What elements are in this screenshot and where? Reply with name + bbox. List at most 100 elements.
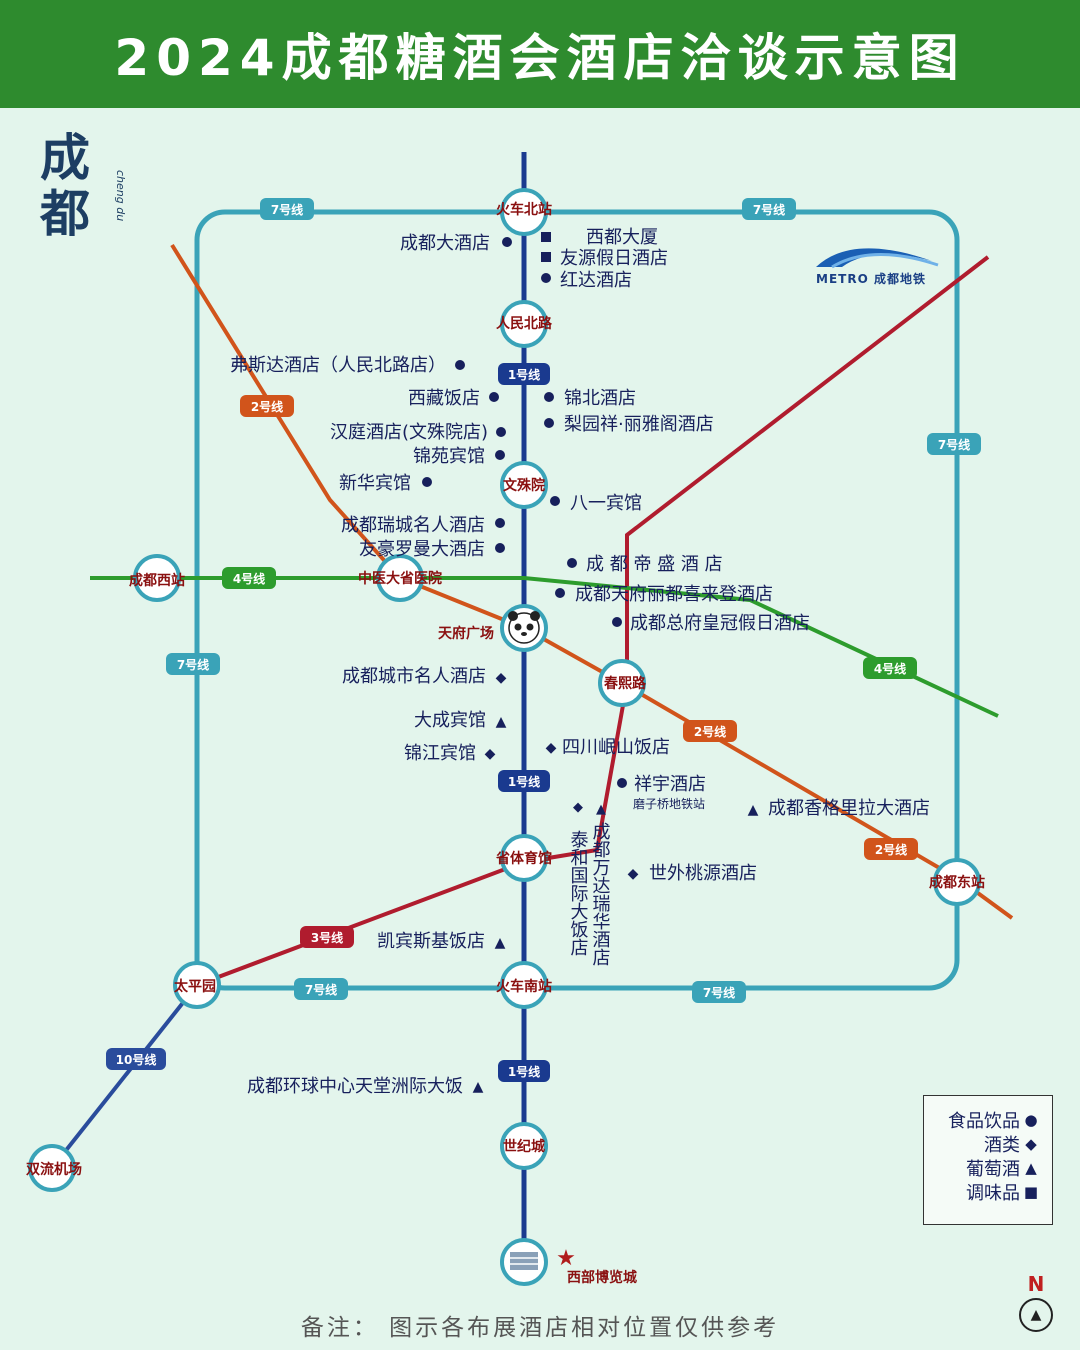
station-wenshuyuan[interactable]: [500, 461, 548, 509]
legend-label-wine: 葡萄酒: [966, 1159, 1020, 1180]
hotel-13[interactable]: 成都瑞城名人酒店: [341, 515, 485, 536]
circle-icon: ●: [1024, 1111, 1038, 1129]
badge-line7-a: 7号线: [271, 202, 303, 217]
svg-text:◆: ◆: [573, 800, 583, 815]
metro-map: ★ 火车北站 人民北路 文殊院 成都西站 中医大省医院 天府广场 春熙路 省体育…: [26, 152, 1014, 1286]
badge-line10: 10号线: [116, 1052, 157, 1067]
legend-label-liquor: 酒类: [984, 1135, 1020, 1156]
line7-loop: [194, 209, 960, 991]
svg-text:▲: ▲: [748, 802, 759, 818]
category-legend: 食品饮品 ● 酒类 ◆ 葡萄酒 ▲ 调味品 ■: [923, 1095, 1053, 1225]
label-huochebei: 火车北站: [496, 201, 552, 218]
hotel-23[interactable]: 成都香格里拉大酒店: [768, 798, 930, 819]
svg-text:◆: ◆: [485, 746, 496, 762]
metro-logo-text: METRO 成都地铁: [816, 272, 926, 286]
label-shengtiyu: 省体育馆: [495, 850, 552, 867]
hotel-2[interactable]: 西都大厦: [586, 227, 658, 248]
label-tianfu: 天府广场: [438, 625, 494, 642]
triangle-icon: ▲: [1025, 1159, 1037, 1177]
metro-swoosh-icon: [816, 248, 939, 269]
label-taipingyuan: 太平园: [174, 978, 216, 995]
line3-track: [196, 255, 990, 987]
station-renminbeilu[interactable]: [500, 300, 548, 348]
station-chengdudong[interactable]: [933, 858, 981, 906]
hotel-10[interactable]: 锦苑宾馆: [413, 446, 485, 467]
hotel-26[interactable]: 世外桃源酒店: [649, 863, 757, 884]
badge-line3: 3号线: [311, 930, 343, 945]
hotel-27[interactable]: 凯宾斯基饭店: [377, 931, 485, 952]
chengdu-logo: 成 都 cheng du: [40, 130, 130, 270]
station-shuangliu[interactable]: [28, 1144, 76, 1192]
badge-line4-a: 4号线: [233, 571, 265, 586]
label-wenshuyuan: 文殊院: [503, 477, 545, 494]
svg-text:◆: ◆: [546, 740, 557, 756]
badge-line4-b: 4号线: [874, 661, 906, 676]
badge-line7-e: 7号线: [305, 982, 337, 997]
badge-line2-b: 2号线: [694, 724, 726, 739]
panda-icon: [508, 611, 540, 644]
hotel-14[interactable]: 友豪罗曼大酒店: [359, 539, 485, 560]
hotel-5[interactable]: 弗斯达酒店（人民北路店）: [230, 355, 446, 376]
station-shengtiyu[interactable]: [500, 834, 548, 882]
station-taipingyuan[interactable]: [173, 961, 221, 1009]
label-chengdudong: 成都东站: [929, 874, 985, 891]
badge-line2-c: 2号线: [875, 842, 907, 857]
station-chunxi[interactable]: [598, 659, 646, 707]
metro-logo: METRO 成都地铁: [812, 237, 942, 287]
hotel-22[interactable]: 祥宇酒店: [634, 774, 706, 795]
hotel-24[interactable]: 泰和国际大饭店: [568, 830, 589, 956]
badge-line1-a: 1号线: [508, 367, 540, 382]
hotel-3[interactable]: 友源假日酒店: [560, 248, 668, 269]
hotel-labels: 成都大酒店 西都大厦 友源假日酒店 红达酒店 弗斯达酒店（人民北路店） 西藏饭店…: [230, 227, 930, 1097]
page-title: 2024成都糖酒会酒店洽谈示意图: [114, 29, 966, 87]
hotel-4[interactable]: 红达酒店: [560, 270, 632, 291]
hotel-21[interactable]: 四川岷山饭店: [562, 737, 670, 758]
hotel-15[interactable]: 成 都 帝 盛 酒 店: [586, 554, 723, 575]
badge-line7-d: 7号线: [177, 657, 209, 672]
label-shijicheng: 世纪城: [503, 1138, 545, 1155]
diamond-icon: ◆: [1025, 1135, 1037, 1153]
label-xibu: 西部博览城: [567, 1269, 637, 1286]
hotel-9[interactable]: 汉庭酒店(文殊院店): [330, 422, 488, 443]
station-chengduxi[interactable]: [133, 554, 181, 602]
label-chunxi: 春熙路: [603, 675, 647, 692]
logo-char-2: 都: [40, 184, 90, 243]
badge-line7-c: 7号线: [938, 437, 970, 452]
hotel-1[interactable]: 成都大酒店: [400, 233, 490, 254]
hotel-20[interactable]: 锦江宾馆: [404, 743, 476, 764]
hotel-28[interactable]: 成都环球中心天堂洲际大饭: [247, 1076, 463, 1097]
hotel-19[interactable]: 大成宾馆: [414, 710, 486, 731]
hotel-18[interactable]: 成都城市名人酒店: [342, 666, 486, 687]
label-shuangliu: 双流机场: [26, 1161, 82, 1178]
legend-row-condiment: 调味品 ■: [934, 1180, 1042, 1204]
header-bar: 2024成都糖酒会酒店洽谈示意图: [0, 0, 1080, 108]
compass: N ▲: [1016, 1272, 1056, 1332]
hotel-17[interactable]: 成都总府皇冠假日酒店: [630, 613, 810, 634]
line10-track: [50, 983, 199, 1170]
hotel-25[interactable]: 成都万达瑞华酒店: [590, 822, 611, 966]
badge-line7-f: 7号线: [703, 985, 735, 1000]
legend-label-food: 食品饮品: [948, 1111, 1020, 1132]
hotel-16[interactable]: 成都天府丽都喜来登酒店: [575, 584, 773, 605]
hotel-6[interactable]: 西藏饭店: [408, 388, 480, 409]
legend-row-food: 食品饮品 ●: [934, 1108, 1042, 1132]
station-shijicheng[interactable]: [500, 1122, 548, 1170]
svg-text:▲: ▲: [496, 714, 507, 730]
svg-text:▲: ▲: [495, 935, 506, 951]
hotel-7[interactable]: 锦北酒店: [564, 388, 636, 409]
logo-pinyin: cheng du: [114, 170, 127, 222]
hotel-11[interactable]: 新华宾馆: [339, 473, 411, 494]
legend-row-liquor: 酒类 ◆: [934, 1132, 1042, 1156]
station-huochenan[interactable]: [500, 961, 548, 1009]
station-huochebei[interactable]: [500, 188, 548, 236]
line-badges: 7号线 7号线 7号线 7号线 7号线 7号线 1号线 1号线 1号线 2号线 …: [106, 198, 981, 1082]
line4-track: [90, 576, 999, 718]
legend-label-condiment: 调味品: [966, 1183, 1020, 1204]
svg-text:◆: ◆: [496, 670, 507, 686]
hotel-8[interactable]: 梨园祥·丽雅阁酒店: [564, 414, 714, 435]
logo-char-1: 成: [40, 128, 90, 187]
label-chengduxi: 成都西站: [129, 572, 185, 589]
square-icon: ■: [1023, 1183, 1039, 1201]
station-zhongyi[interactable]: [376, 554, 424, 602]
hotel-12[interactable]: 八一宾馆: [570, 493, 642, 514]
